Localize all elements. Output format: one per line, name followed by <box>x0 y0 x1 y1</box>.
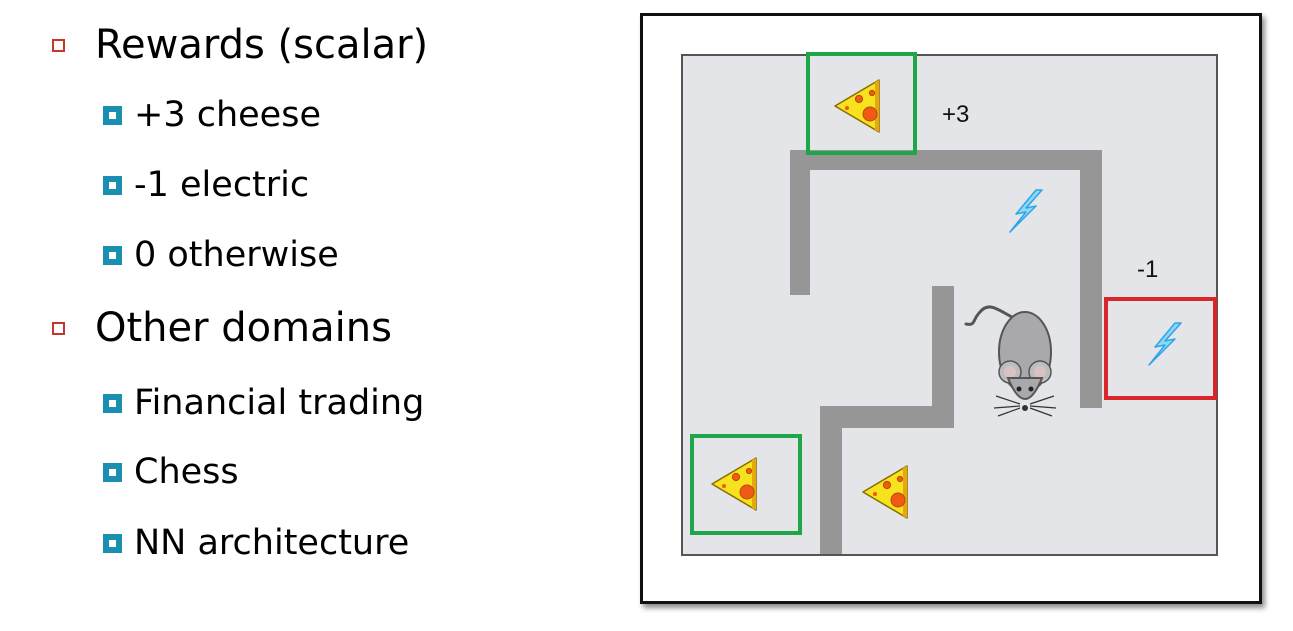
good-reward-highlight <box>690 434 802 535</box>
bullet-square-icon <box>52 321 65 335</box>
maze-wall <box>820 406 954 428</box>
sub-bullet-icon <box>103 462 122 482</box>
sub-bullet-icon <box>103 245 122 265</box>
bullet-list: Rewards (scalar) +3 cheese -1 electric 0… <box>0 0 600 631</box>
sub-bullet-label: 0 otherwise <box>134 235 339 275</box>
maze-svg <box>681 52 1218 556</box>
maze-figure: +3 -1 <box>640 13 1262 604</box>
sub-bullet-electric: -1 electric <box>103 164 309 206</box>
sub-bullet-nn: NN architecture <box>103 522 409 564</box>
bullet-label: Rewards (scalar) <box>95 22 429 68</box>
maze-wall <box>1080 150 1102 408</box>
sub-bullet-icon <box>103 105 122 125</box>
bullet-label: Other domains <box>95 305 392 351</box>
bullet-square-icon <box>52 38 65 52</box>
bullet-rewards: Rewards (scalar) <box>52 21 428 69</box>
sub-bullet-otherwise: 0 otherwise <box>103 234 339 276</box>
sub-bullet-label: Chess <box>134 452 239 492</box>
sub-bullet-label: +3 cheese <box>134 95 321 135</box>
sub-bullet-cheese: +3 cheese <box>103 94 321 136</box>
sub-bullet-label: NN architecture <box>134 523 410 563</box>
bullet-domains: Other domains <box>52 304 392 352</box>
maze-wall <box>790 150 810 295</box>
sub-bullet-icon <box>103 393 122 413</box>
sub-bullet-icon <box>103 175 122 195</box>
sub-bullet-label: Financial trading <box>134 383 425 423</box>
sub-bullet-financial: Financial trading <box>103 382 424 424</box>
cheese-reward-label: +3 <box>942 101 970 128</box>
electric-reward-label: -1 <box>1137 256 1159 283</box>
sub-bullet-chess: Chess <box>103 451 239 493</box>
good-reward-highlight <box>806 52 917 155</box>
maze-wall <box>932 286 954 426</box>
sub-bullet-icon <box>103 533 122 553</box>
bad-reward-highlight <box>1104 297 1217 400</box>
mouse-icon <box>964 305 1057 417</box>
sub-bullet-label: -1 electric <box>134 165 310 205</box>
maze-wall <box>820 406 842 554</box>
